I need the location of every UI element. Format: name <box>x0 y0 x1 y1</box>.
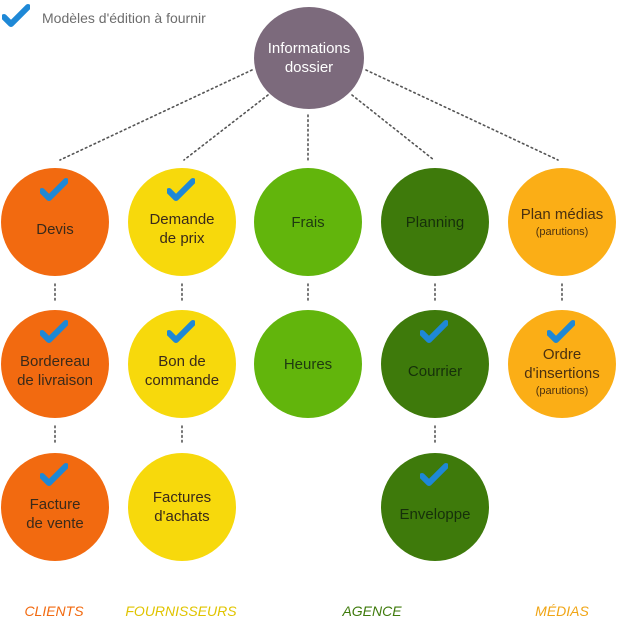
node-label: Bon de commande <box>144 353 220 389</box>
node-label: Plan médias <box>520 206 604 223</box>
node-enveloppe: Enveloppe <box>381 453 489 561</box>
node-label: Factures d'achats <box>152 489 212 525</box>
check-icon <box>167 320 195 343</box>
connector-root-to-col-4 <box>365 69 559 161</box>
category-label-agence: AGENCE <box>342 603 402 619</box>
node-sublabel: (parutions) <box>535 226 589 238</box>
node-label: Enveloppe <box>399 505 471 523</box>
node-label: Facture de vente <box>26 496 84 532</box>
node-plan-médias: Plan médias (parutions) <box>508 168 616 276</box>
node-label: Heures <box>283 355 333 373</box>
check-icon <box>40 178 68 201</box>
node-factures-d'achats: Factures d'achats <box>128 453 236 561</box>
node-label: Ordre d'insertions <box>524 345 600 382</box>
check-icon <box>40 320 68 343</box>
check-icon <box>40 463 68 486</box>
node-label: Devis <box>36 220 74 238</box>
node-label: Planning <box>405 213 465 231</box>
connector-root-to-col-0 <box>59 69 253 161</box>
node-demande-de-prix: Demande de prix <box>128 168 236 276</box>
check-icon <box>547 320 575 343</box>
node-heures: Heures <box>254 310 362 418</box>
legend-label: Modèles d'édition à fournir <box>42 10 206 26</box>
connector-root-to-col-3 <box>351 94 435 161</box>
node-planning: Planning <box>381 168 489 276</box>
node-devis: Devis <box>1 168 109 276</box>
node-courrier: Courrier <box>381 310 489 418</box>
check-icon <box>420 320 448 343</box>
node-label: Demande de prix <box>149 211 215 247</box>
root-node-informations-dossier: Informations dossier <box>254 7 364 109</box>
category-label-clients: CLIENTS <box>24 603 84 619</box>
check-icon <box>167 178 195 201</box>
node-label: Bordereau de livraison <box>17 353 93 389</box>
node-label: Courrier <box>407 362 463 380</box>
node-sublabel: (parutions) <box>535 384 589 397</box>
root-node-label: Informations dossier <box>267 40 351 76</box>
category-label-fournisseurs: FOURNISSEURS <box>125 603 237 619</box>
legend-check-icon <box>2 4 30 27</box>
check-icon <box>420 463 448 486</box>
node-bordereau-de-livraison: Bordereau de livraison <box>1 310 109 418</box>
node-bon-de-commande: Bon de commande <box>128 310 236 418</box>
connector-root-to-col-1 <box>183 94 269 161</box>
node-label: Frais <box>291 213 325 231</box>
node-ordre-d'insertions: Ordre d'insertions (parutions) <box>508 310 616 418</box>
category-label-medias: MÉDIAS <box>535 603 589 619</box>
node-frais: Frais <box>254 168 362 276</box>
node-facture-de-vente: Facture de vente <box>1 453 109 561</box>
